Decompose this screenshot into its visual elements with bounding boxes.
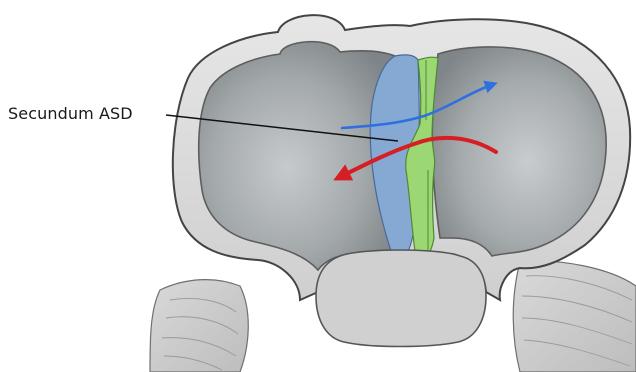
secundum-asd-label: Secundum ASD: [8, 104, 133, 123]
left-tissue: [150, 280, 248, 372]
ventricle-outflow: [316, 250, 486, 347]
right-tissue: [513, 261, 636, 372]
